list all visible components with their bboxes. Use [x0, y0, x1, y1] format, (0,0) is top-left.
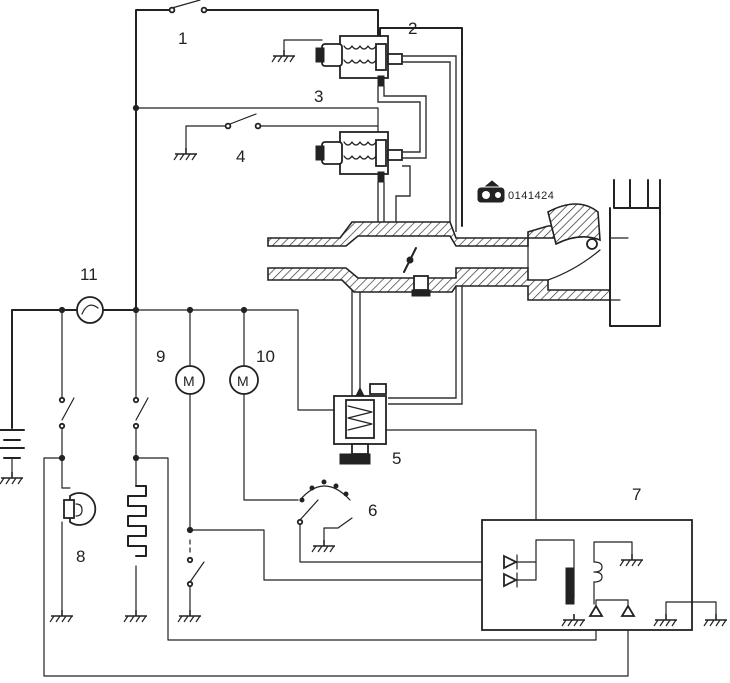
callout-4: 4 [236, 147, 245, 166]
callout-9: 9 [156, 347, 165, 366]
callout-1: 1 [178, 29, 187, 48]
svg-text:M: M [237, 373, 249, 389]
intake-duct [267, 179, 661, 327]
control-unit-7 [481, 519, 728, 631]
ground-icon [173, 147, 198, 161]
camera-icon [477, 180, 505, 203]
figure-code-group: 0141424 [477, 180, 554, 203]
lamp-icon [63, 492, 97, 526]
battery-icon [0, 429, 25, 485]
callout-11: 11 [80, 265, 98, 284]
solenoid-valve-5 [333, 383, 537, 521]
svg-text:M: M [183, 373, 195, 389]
solenoid-valve-2 [315, 35, 403, 87]
main-wiring [11, 9, 379, 429]
solenoid-valve-3 [315, 131, 403, 183]
switch-6 [296, 479, 503, 563]
callout-8: 8 [76, 547, 85, 566]
figure-code: 0141424 [508, 190, 554, 202]
callout-3: 3 [314, 87, 323, 106]
ground-valve-2 [271, 39, 323, 63]
callout-7: 7 [632, 485, 641, 504]
heater-element-icon [127, 485, 147, 557]
fuse-11 [76, 296, 104, 324]
lamp-branch-8 [43, 396, 629, 677]
motor-9: M [175, 365, 503, 623]
relay-coil-icon [565, 561, 603, 605]
switch-1 [168, 0, 208, 14]
switch-4 [173, 113, 379, 161]
callout-10: 10 [256, 347, 275, 366]
vacuum-hoses [351, 27, 463, 405]
heater-branch [123, 396, 597, 641]
motor-10: M [229, 365, 299, 501]
callout-5: 5 [392, 449, 401, 468]
callout-2: 2 [408, 19, 417, 38]
callouts: 1 2 3 4 5 6 7 8 9 10 11 [76, 19, 641, 566]
callout-6: 6 [368, 501, 377, 520]
diode-icon [503, 554, 519, 588]
